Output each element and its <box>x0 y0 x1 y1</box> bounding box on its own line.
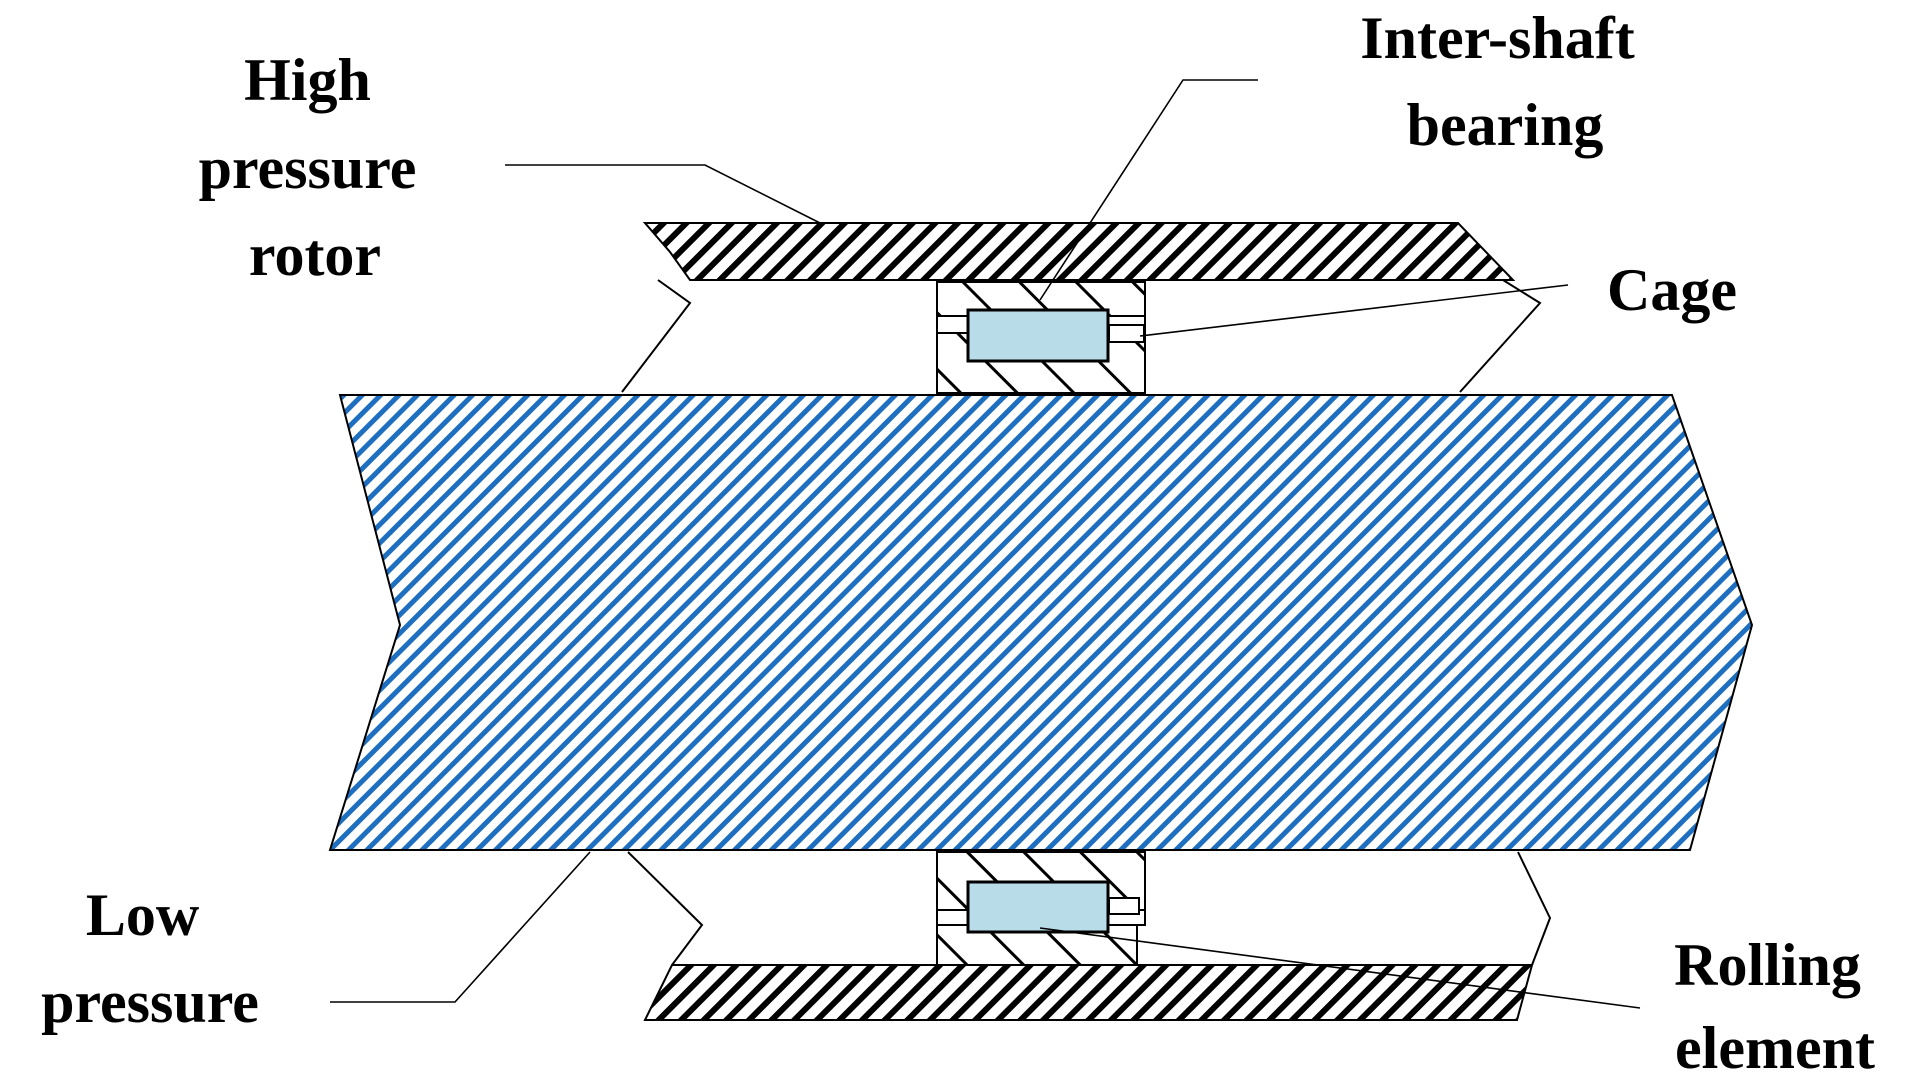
upper-bearing <box>936 281 1146 394</box>
leader-inter-shaft-bearing <box>1039 79 1258 301</box>
label-inter-shaft-bearing: Inter-shaft bearing <box>1360 5 1649 158</box>
label-high-pressure-rotor: High pressure rotor <box>199 47 432 288</box>
leader-cage <box>1139 284 1569 337</box>
lower-left-break-line <box>627 851 704 966</box>
leader-low-pressure <box>330 851 591 1003</box>
leader-high-pressure-rotor <box>505 164 821 224</box>
upper-left-break-line <box>621 279 692 393</box>
upper-cage-tab <box>1108 324 1145 343</box>
leader-lines <box>330 79 1641 1009</box>
label-rolling-element: Rolling element <box>1674 932 1876 1081</box>
upper-right-break-line <box>1459 279 1542 393</box>
lower-cage-tab <box>1108 897 1140 915</box>
high-pressure-rotor-lower-wall <box>643 964 1534 1021</box>
lower-rolling-element <box>966 880 1110 934</box>
lower-bearing <box>936 851 1146 966</box>
lower-right-break-line <box>1517 851 1552 966</box>
low-pressure-shaft <box>328 394 1754 851</box>
label-low-pressure: Low pressure <box>41 882 259 1035</box>
label-cage: Cage <box>1607 257 1737 323</box>
leader-rolling-element <box>1039 927 1641 1009</box>
high-pressure-rotor-upper-wall <box>642 222 1516 281</box>
upper-rolling-element <box>966 308 1110 363</box>
